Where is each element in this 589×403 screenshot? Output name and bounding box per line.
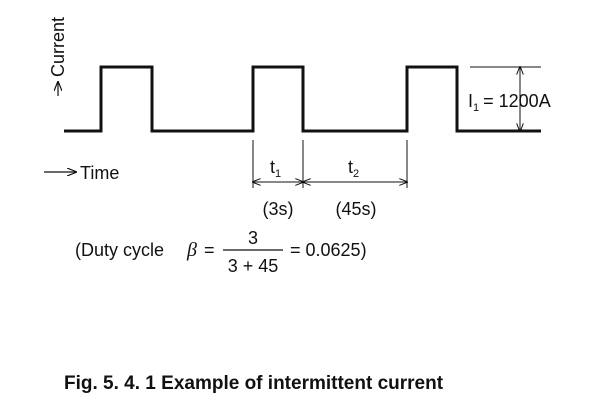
t2-label: t2 <box>348 157 359 180</box>
pulse-waveform <box>64 65 541 133</box>
fraction-numerator: 3 <box>248 228 258 248</box>
t1-duration: (3s) <box>263 199 294 219</box>
figure-caption: Fig. 5. 4. 1 Example of intermittent cur… <box>64 373 444 394</box>
equals-sign: = <box>204 240 215 260</box>
fraction-denominator: 3 + 45 <box>228 256 279 276</box>
duty-cycle-equation: (Duty cycle β = 3 3 + 45 = 0.0625) <box>75 228 367 276</box>
interval-dimensions: t1 t2 (3s) (45s) <box>253 140 407 219</box>
current-dimension: I1= 1200A <box>468 67 551 131</box>
t2-duration: (45s) <box>335 199 376 219</box>
x-axis-label: Time <box>44 163 119 183</box>
beta-symbol: β <box>186 239 197 261</box>
t1-label: t1 <box>270 157 281 180</box>
duty-cycle-result: = 0.0625) <box>290 240 367 260</box>
svg-text:Time: Time <box>80 163 119 183</box>
duty-cycle-prefix: (Duty cycle <box>75 240 164 260</box>
y-axis-label: Current <box>48 17 68 96</box>
svg-text:Current: Current <box>48 17 68 77</box>
current-label: I1= 1200A <box>468 91 551 114</box>
